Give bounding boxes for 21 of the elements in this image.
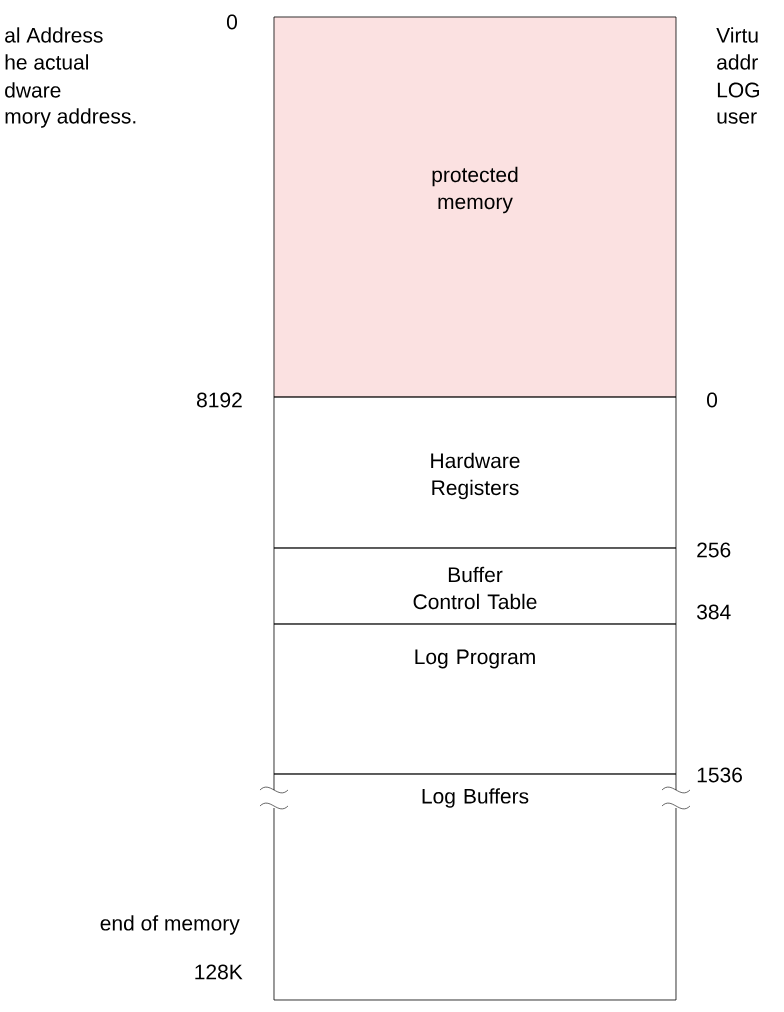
memory-segment: Log Buffers xyxy=(273,773,677,1001)
memory-segment: Buffer Control Table xyxy=(273,547,677,625)
address-label: 128K xyxy=(195,964,243,980)
address-label: 1536 xyxy=(697,767,742,783)
address-label: 0 xyxy=(226,14,237,30)
address-label: Virtu xyxy=(716,27,758,43)
address-label: LOG xyxy=(717,82,759,98)
address-label: user xyxy=(717,112,757,124)
memory-segment: Log Program xyxy=(273,623,677,775)
address-label: mory address. xyxy=(5,108,136,128)
address-label: al Address xyxy=(5,27,103,43)
address-label: 384 xyxy=(697,604,731,620)
address-label: end of memory xyxy=(100,915,240,935)
memory-segment: protected memory xyxy=(273,16,677,398)
memory-segment: Hardware Registers xyxy=(273,396,677,549)
address-label: 8192 xyxy=(197,392,242,408)
address-label: addr xyxy=(717,54,758,70)
address-label: dware xyxy=(5,82,61,98)
address-label: he actual xyxy=(5,54,88,70)
address-label: 0 xyxy=(707,392,718,408)
address-label: 256 xyxy=(697,542,731,558)
